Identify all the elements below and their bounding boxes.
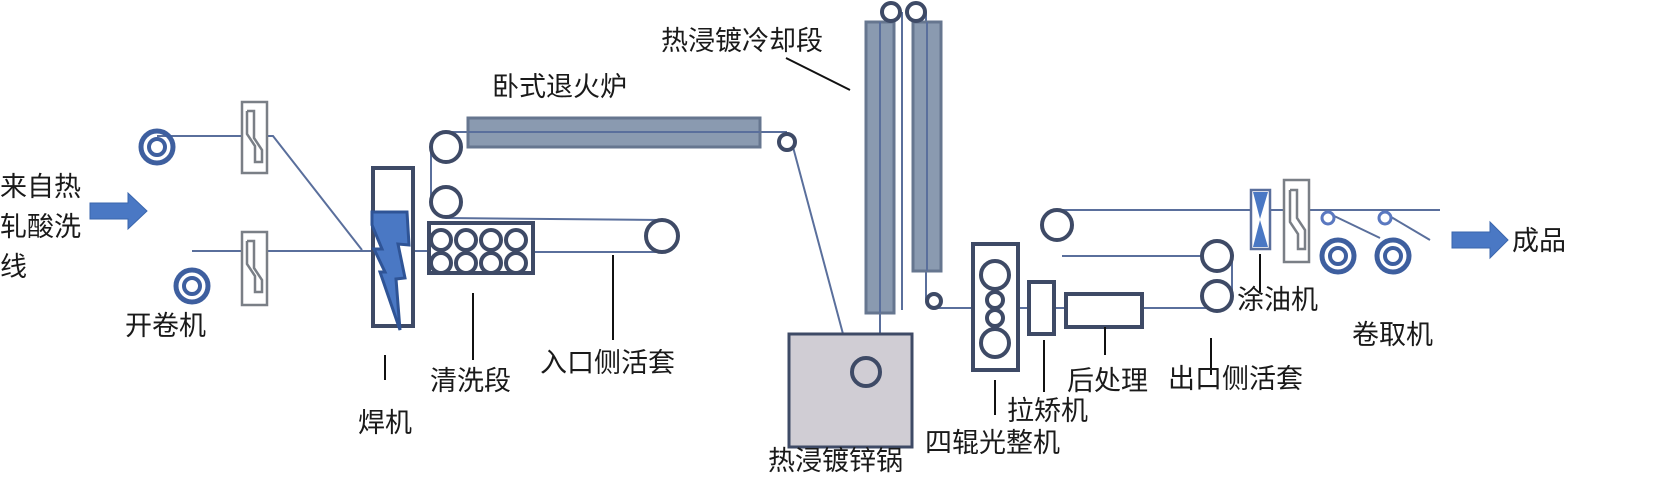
label-skin-pass: 四辊光整机 [925, 428, 1060, 459]
label-furnace: 卧式退火炉 [492, 72, 627, 103]
output-arrow-icon [1451, 220, 1509, 260]
strip-path [157, 12, 1440, 376]
label-uncoiler: 开卷机 [125, 311, 206, 342]
shear-exit [1282, 178, 1311, 264]
label-oiler: 涂油机 [1237, 285, 1318, 316]
coiler-2 [1374, 237, 1412, 275]
entry-looper-roller [644, 218, 680, 254]
oiler [1249, 188, 1272, 251]
label-welder: 焊机 [358, 408, 412, 439]
cooling-tower [864, 1, 943, 315]
tension-leveler [1027, 280, 1056, 336]
uncoiler-top [138, 128, 176, 166]
label-exit-looper: 出口侧活套 [1168, 364, 1303, 395]
post-treatment [1064, 292, 1144, 329]
zinc-pot [787, 332, 914, 449]
cleaning-section [427, 221, 535, 275]
label-cooling: 热浸镀冷却段 [661, 26, 823, 57]
lightning-icon [370, 210, 411, 331]
uncoiler-bottom [173, 267, 211, 305]
shear-top [240, 100, 269, 175]
label-source-3: 线 [0, 252, 27, 283]
label-cleaning: 清洗段 [430, 366, 511, 397]
label-product: 成品 [1512, 226, 1566, 257]
label-source-2: 轧酸洗 [0, 212, 81, 243]
input-arrow-icon [89, 191, 148, 231]
label-zinc-pot: 热浸镀锌锅 [768, 446, 903, 477]
skin-pass-mill [971, 242, 1020, 372]
welder [370, 166, 415, 331]
shear-bottom [240, 230, 269, 307]
label-coiler: 卷取机 [1352, 320, 1433, 351]
label-source-1: 来自热 [0, 172, 81, 203]
coiler-1 [1319, 237, 1357, 275]
label-entry-looper: 入口侧活套 [540, 348, 675, 379]
label-tension-leveler: 拉矫机 [1007, 396, 1088, 427]
label-post-treatment: 后处理 [1067, 366, 1148, 397]
